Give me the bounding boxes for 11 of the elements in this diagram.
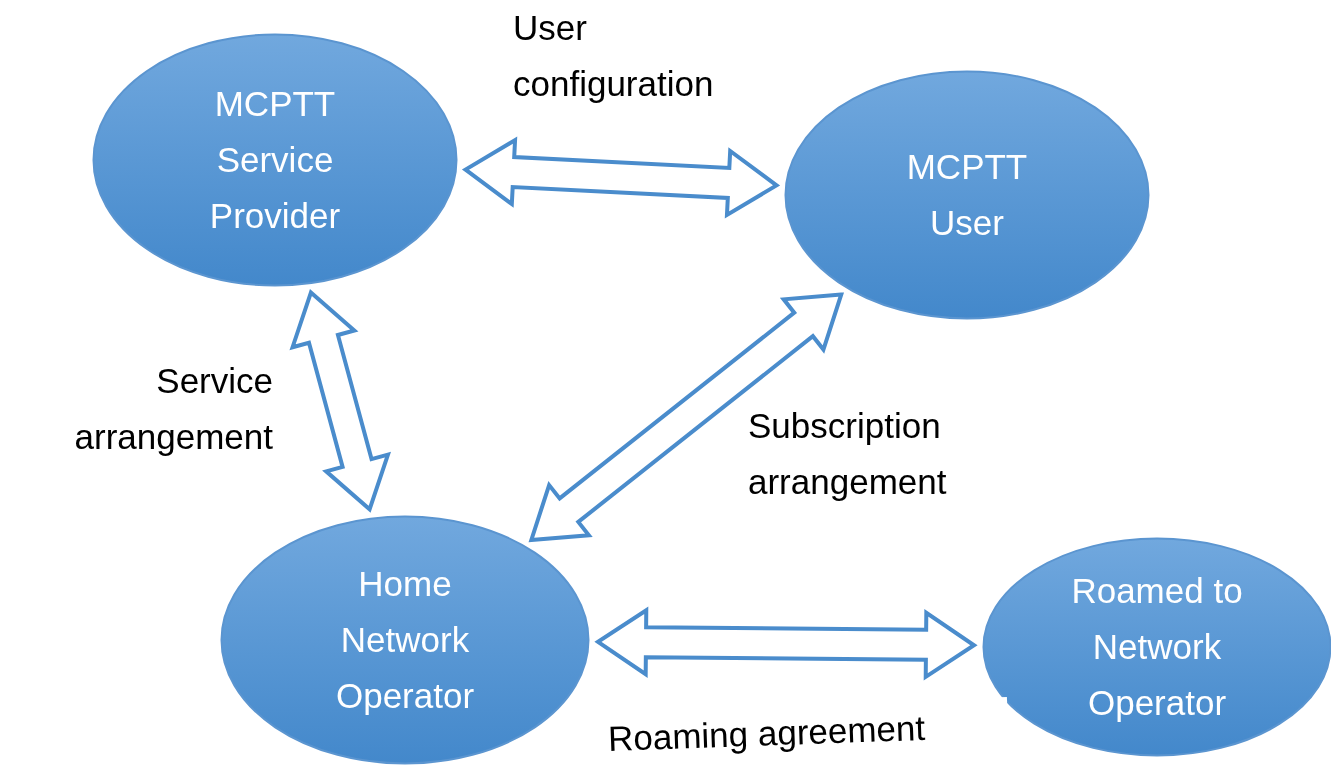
ellipse-node xyxy=(784,70,1150,320)
ellipse-node xyxy=(92,33,458,287)
node-label: Roamed to Network Operator xyxy=(1070,570,1244,724)
double-arrow xyxy=(289,289,392,513)
node-label: Home Network Operator xyxy=(334,563,476,717)
double-arrow xyxy=(594,606,978,681)
node-label: MCPTT User xyxy=(905,146,1029,244)
ellipse-node xyxy=(220,515,590,765)
double-arrow xyxy=(461,136,781,219)
node-label: MCPTT Service Provider xyxy=(208,83,342,237)
double-arrow xyxy=(528,292,844,543)
